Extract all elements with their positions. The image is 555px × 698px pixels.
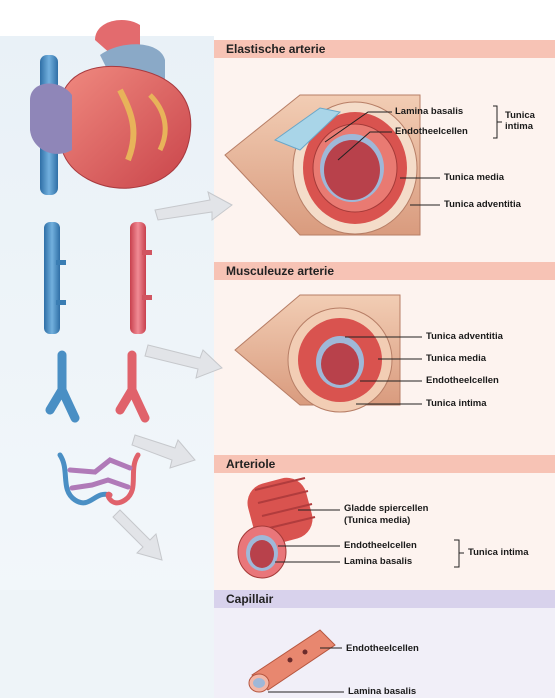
large-vessels xyxy=(44,222,152,334)
label-endotheelcellen: Endotheelcellen xyxy=(395,126,468,137)
label-endotheelcellen: Endotheelcellen xyxy=(344,540,417,551)
large-vein xyxy=(44,222,60,334)
label-tunica-intima: Tunica intima xyxy=(505,110,547,132)
elastic-artery-illustration xyxy=(225,95,420,235)
label-tunica-media: Tunica media xyxy=(426,353,486,364)
small-artery xyxy=(120,355,145,418)
label-lamina-basalis: Lamina basalis xyxy=(348,686,416,697)
heart xyxy=(30,20,191,195)
label-tunica-intima: Tunica intima xyxy=(468,547,529,558)
label-tunica-media-paren: (Tunica media) xyxy=(344,515,410,526)
capillary-network xyxy=(60,455,138,503)
label-endotheelcellen: Endotheelcellen xyxy=(426,375,499,386)
heart-body xyxy=(60,66,191,188)
muscular-artery-illustration xyxy=(235,295,400,412)
label-tunica-adventitia: Tunica adventitia xyxy=(444,199,521,210)
label-gladde-spiercellen: Gladde spiercellen xyxy=(344,503,428,514)
large-artery xyxy=(130,222,146,334)
right-atrium xyxy=(30,84,72,154)
muscular-lumen xyxy=(321,343,359,385)
small-vein xyxy=(50,355,75,418)
label-lamina-basalis: Lamina basalis xyxy=(344,556,412,567)
label-tunica-media: Tunica media xyxy=(444,172,504,183)
elastic-lumen xyxy=(324,140,380,200)
label-tunica-intima: Tunica intima xyxy=(426,398,487,409)
arteriole-lumen xyxy=(250,540,274,568)
capillary-illustration xyxy=(249,630,335,692)
medium-vessels xyxy=(50,355,145,418)
label-tunica-adventitia: Tunica adventitia xyxy=(426,331,503,342)
label-lamina-basalis: Lamina basalis xyxy=(395,106,463,117)
label-endotheelcellen: Endotheelcellen xyxy=(346,643,419,654)
